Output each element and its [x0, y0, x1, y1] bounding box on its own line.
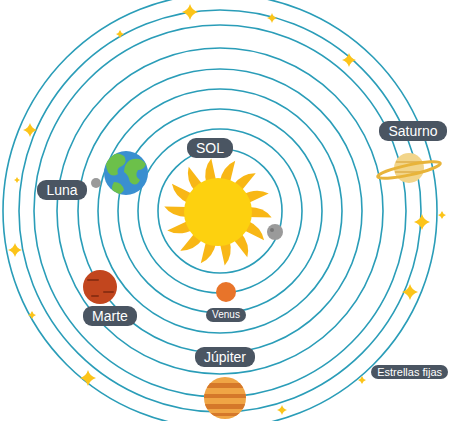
star [80, 370, 96, 386]
earth [104, 151, 148, 195]
planet-label: Venus [212, 309, 240, 321]
star [438, 211, 446, 219]
star [8, 243, 22, 257]
star [23, 123, 37, 137]
star [358, 376, 366, 384]
mercury-crater [270, 228, 274, 232]
planet-label: Marte [92, 308, 128, 324]
star [342, 53, 356, 67]
sun-rays [164, 158, 271, 265]
star [28, 311, 36, 319]
star [182, 4, 198, 20]
star [14, 177, 20, 183]
label-pill: Venus [206, 308, 246, 322]
sun [184, 178, 252, 246]
jupiter [200, 377, 250, 419]
mars [83, 270, 117, 304]
label-pill: SOL [187, 138, 233, 158]
star [414, 214, 430, 230]
mercury [267, 224, 283, 240]
planet-label: Luna [46, 182, 77, 198]
star [267, 13, 277, 23]
star [116, 30, 124, 38]
venus [216, 282, 236, 302]
moon [91, 178, 101, 188]
star [402, 284, 418, 300]
label-pill: Estrellas fijas [371, 365, 448, 380]
planet-label: Estrellas fijas [377, 366, 442, 379]
orbit-rings [3, 0, 437, 421]
label-pill: Luna [37, 180, 86, 200]
saturn [377, 153, 442, 183]
label-pill: Saturno [379, 121, 446, 141]
star [277, 405, 287, 415]
planet-label: SOL [196, 140, 224, 156]
planet-label: Saturno [388, 123, 437, 139]
fixed-stars [8, 4, 446, 415]
planet-label: Júpiter [204, 349, 246, 365]
label-pill: Marte [83, 306, 137, 326]
label-pill: Júpiter [195, 347, 255, 367]
